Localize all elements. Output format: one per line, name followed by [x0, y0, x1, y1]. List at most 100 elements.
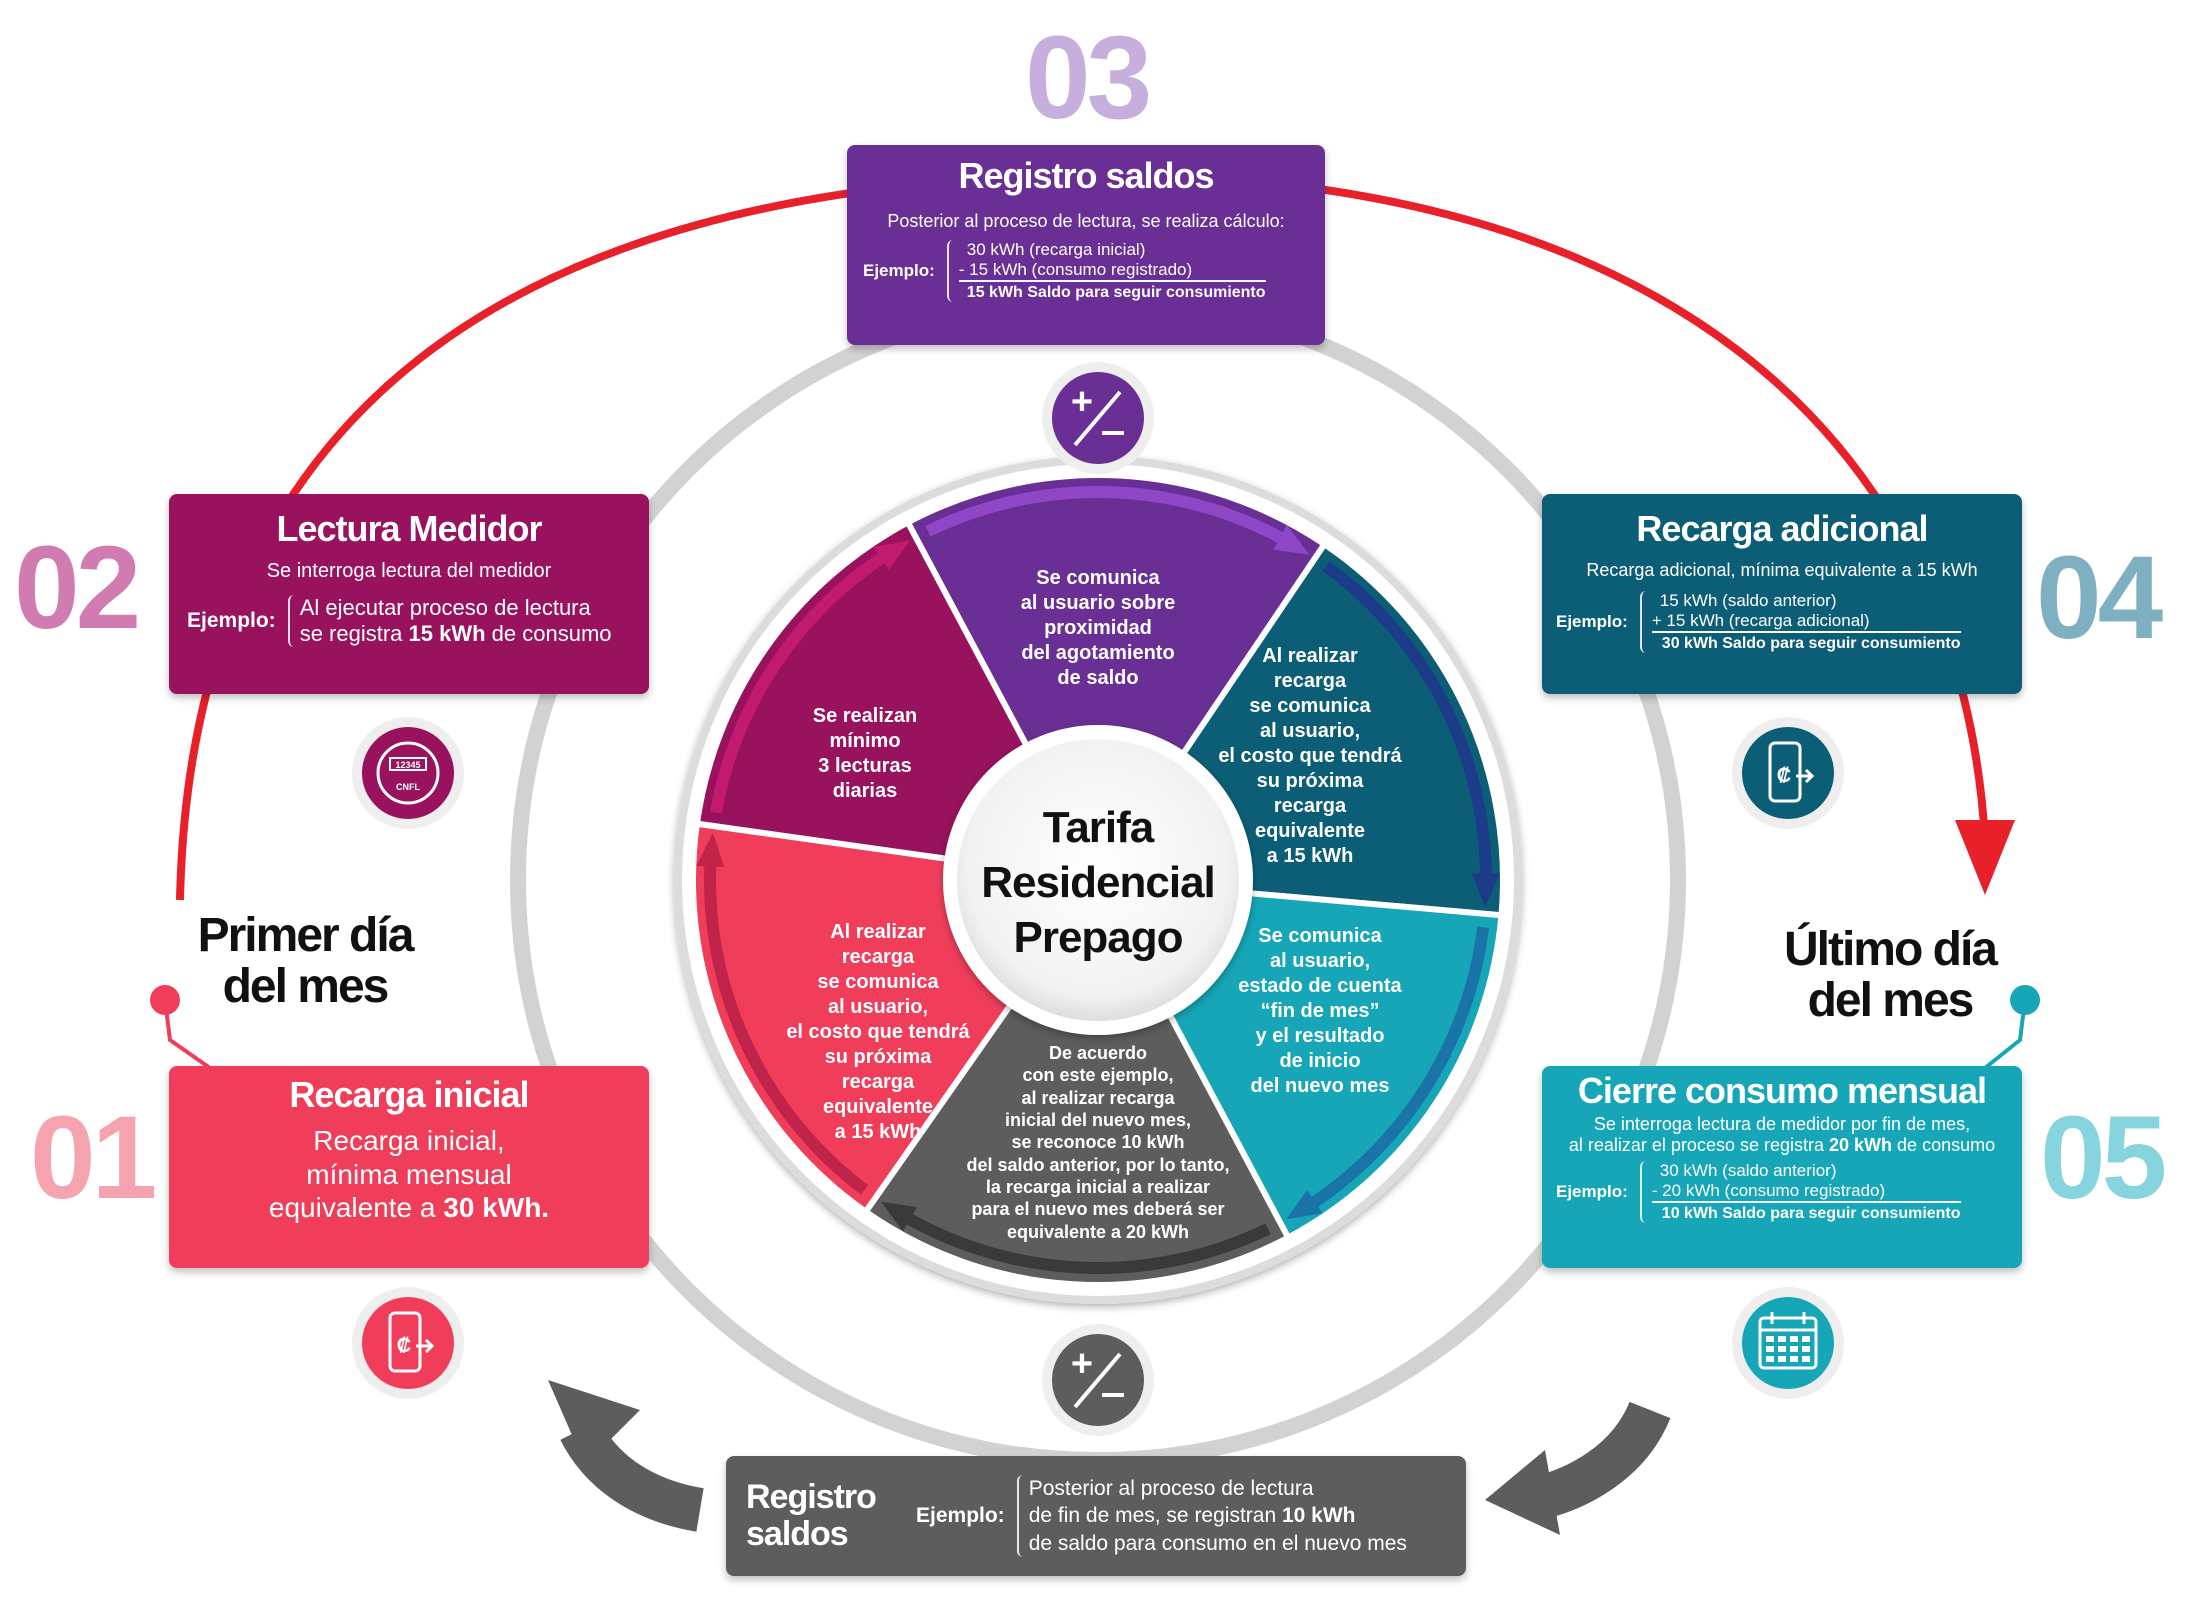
- step-number-03: 03: [1025, 12, 1152, 144]
- saldos-example-text: Posterior al proceso de lectura de fin d…: [1016, 1475, 1407, 1557]
- electric-meter-icon: 12345 CNFL: [352, 717, 464, 829]
- step-number-01: 01: [30, 1092, 157, 1224]
- segment-line: se reconoce 10 kWh: [1011, 1132, 1185, 1153]
- segment-red-arrowhead: [696, 832, 725, 867]
- step-02-example: Ejemplo: Al ejecutar proceso de lectura …: [187, 595, 649, 647]
- example-label: Ejemplo:: [916, 1504, 1005, 1527]
- step-number-05: 05: [2040, 1092, 2167, 1224]
- segment-red-arrow-band: [704, 845, 869, 1195]
- segment-line: inicial del nuevo mes,: [1004, 1109, 1192, 1130]
- segment-line: recarga: [1273, 795, 1347, 817]
- segment-navy-arrowhead: [1471, 872, 1500, 908]
- segment-line: su próxima: [824, 1046, 932, 1068]
- calc-line-2: + 15 kWh (recarga adicional): [1651, 611, 1870, 630]
- segment-line: de inicio: [1279, 1050, 1361, 1072]
- step-01-desc: Recarga inicial, mínima mensual equivale…: [268, 1125, 550, 1224]
- segment-teal-arrowhead: [1286, 1190, 1323, 1220]
- segment-line: al usuario,: [1259, 720, 1361, 742]
- calc-total: 30 kWh Saldo para seguir consumiento: [1651, 631, 1961, 653]
- segment-line: al realizar recarga: [1021, 1087, 1175, 1108]
- segment-text-navy: Al realizar recarga se comunica al usuario,…: [1205, 644, 1415, 869]
- svg-text:₡: ₡: [1777, 765, 1791, 787]
- segment-line: equivalente: [822, 1096, 934, 1118]
- step-05-title: Cierre consumo mensual: [1577, 1070, 1987, 1111]
- step-04-recarga-adicional: Recarga adicional Recarga adicional, mín…: [1542, 494, 2022, 694]
- registro-saldos-fin-de-mes: Registro saldos Ejemplo: Posterior al pr…: [726, 1456, 1466, 1576]
- example-label: Ejemplo:: [863, 261, 935, 280]
- step-05-example: Ejemplo: 30 kWh (saldo anterior) - 20 kW…: [1556, 1161, 2022, 1224]
- segment-line: al usuario,: [1269, 950, 1371, 972]
- example-line-2: se registra 15 kWh de consumo: [299, 621, 612, 646]
- calc-line-1: 30 kWh (recarga inicial): [966, 240, 1146, 259]
- segment-line: se comunica: [1249, 695, 1371, 717]
- calendar-icon: [1732, 1287, 1844, 1399]
- red-arrowhead: [1955, 820, 2015, 895]
- segment-line: el costo que tendrá: [786, 1021, 970, 1043]
- center-disc: [943, 725, 1253, 1035]
- segment-line: del nuevo mes: [1250, 1075, 1390, 1097]
- step-number-02: 02: [14, 522, 141, 654]
- step-04-example: Ejemplo: 15 kWh (saldo anterior) + 15 kW…: [1556, 591, 2022, 653]
- step-03-example: Ejemplo: 30 kWh (recarga inicial) - 15 k…: [863, 240, 1325, 302]
- segment-line: al usuario sobre: [1020, 592, 1176, 614]
- segment-line: del saldo anterior, por lo tanto,: [966, 1154, 1230, 1175]
- wheel-segments: [690, 472, 1506, 1288]
- example-line-1: Al ejecutar proceso de lectura: [299, 595, 591, 620]
- step-number-04: 04: [2036, 532, 2163, 664]
- segment-line: para el nuevo mes deberá ser: [971, 1199, 1225, 1220]
- meter-display-text: 12345: [395, 760, 420, 770]
- segment-line: proximidad: [1044, 617, 1152, 639]
- calc-total: 15 kWh Saldo para seguir consumiento: [958, 280, 1266, 302]
- segment-gray-arrowhead: [881, 1201, 917, 1232]
- step-01-title: Recarga inicial: [289, 1074, 529, 1115]
- segment-purple-arrowhead: [1273, 525, 1310, 555]
- bottom-left-gray-arrowhead: [548, 1380, 640, 1465]
- segment-line: la recarga inicial a realizar: [985, 1176, 1211, 1197]
- step-05-subtitle: Se interroga lectura de medidor por fin …: [1568, 1114, 1996, 1155]
- step-04-title: Recarga adicional: [1636, 508, 1928, 549]
- segment-magenta-arrowhead: [873, 540, 910, 570]
- step-03-registro-saldos: Registro saldos Posterior al proceso de …: [847, 145, 1325, 345]
- segment-line: Se realizan: [812, 705, 918, 727]
- segment-line: a 15 kWh: [1266, 845, 1354, 867]
- segment-line: equivalente: [1254, 820, 1366, 842]
- svg-text:₡: ₡: [397, 1335, 411, 1357]
- step-04-subtitle: Recarga adicional, mínima equivalente a …: [1586, 560, 1978, 580]
- segment-teal-arrow-band: [1294, 926, 1490, 1218]
- segment-line: a 15 kWh: [834, 1121, 922, 1143]
- example-label: Ejemplo:: [187, 609, 276, 632]
- segment-line: el costo que tendrá: [1218, 745, 1402, 767]
- segment-line: recarga: [841, 1071, 915, 1093]
- segment-line: equivalente a 20 kWh: [1006, 1221, 1190, 1242]
- last-day-label: Último día del mes: [1783, 923, 1998, 1028]
- segment-line: con este ejemplo,: [1022, 1065, 1174, 1086]
- calc-line-2: - 15 kWh (consumo registrado): [958, 260, 1193, 279]
- segment-line: recarga: [841, 946, 915, 968]
- segment-line: recarga: [1273, 670, 1347, 692]
- segment-line: 3 lecturas: [818, 755, 912, 777]
- step-05-cierre-consumo-mensual: Cierre consumo mensual Se interroga lect…: [1542, 1066, 2022, 1268]
- meter-brand-text: CNFL: [396, 782, 420, 792]
- segment-line: su próxima: [1256, 770, 1364, 792]
- segment-line: de saldo: [1057, 667, 1139, 689]
- segment-line: del agotamiento: [1021, 642, 1175, 664]
- step-02-subtitle: Se interroga lectura del medidor: [266, 560, 552, 582]
- segment-line: Se comunica: [1036, 567, 1160, 589]
- step-02-lectura-medidor: Lectura Medidor Se interroga lectura del…: [169, 494, 649, 694]
- segment-line: mínimo: [829, 730, 901, 752]
- calc-line-1: 15 kWh (saldo anterior): [1659, 591, 1837, 610]
- segment-line: Al realizar: [1262, 645, 1358, 667]
- segment-line: Se comunica: [1258, 925, 1382, 947]
- svg-text:+: +: [1071, 1343, 1093, 1385]
- saldos-title: Registro saldos: [746, 1477, 877, 1553]
- step-01-recarga-inicial: Recarga inicial Recarga inicial, mínima …: [169, 1066, 649, 1268]
- first-day-dot: [150, 985, 180, 1015]
- segment-gray-arrow-band: [889, 1203, 1271, 1274]
- step-03-subtitle: Posterior al proceso de lectura, se real…: [887, 211, 1285, 231]
- segment-navy-arrow-band: [1322, 561, 1492, 894]
